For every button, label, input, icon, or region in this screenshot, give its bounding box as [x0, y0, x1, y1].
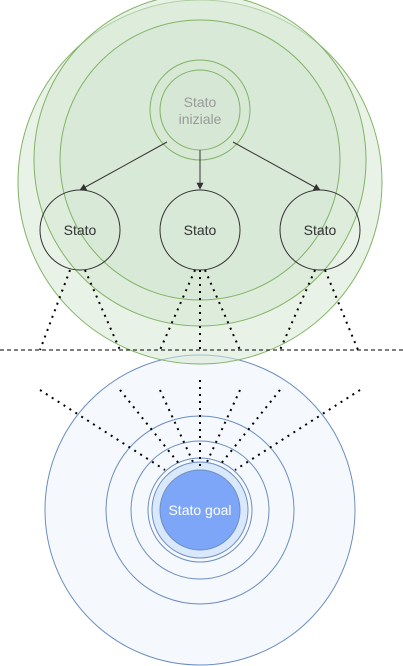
dotted-paths-upper: [39, 269, 359, 351]
state-node-left: [39, 189, 121, 271]
goal-label: Stato goal: [168, 502, 231, 518]
dotted-mid-c: [204, 269, 241, 351]
start-label-line1: Stato: [184, 94, 217, 110]
goal-node: [159, 469, 241, 551]
start-node: [159, 69, 241, 151]
edge-start-left: [79, 141, 168, 191]
goal-region: [44, 354, 356, 666]
edge-start-right: [232, 141, 321, 191]
dotted-right-a: [279, 269, 316, 351]
dotted-left-b: [84, 269, 121, 351]
dotted-left-a: [39, 269, 71, 351]
state-left-label: Stato: [64, 222, 97, 238]
dotted-right-b: [324, 269, 359, 351]
dotted-paths-lower: [39, 380, 361, 471]
state-node-right: [279, 189, 361, 271]
edges: [79, 141, 321, 191]
start-label-line2: iniziale: [179, 111, 222, 127]
state-middle-label: Stato: [184, 222, 217, 238]
dotted-mid-a: [159, 269, 196, 351]
labels: Stato iniziale Stato Stato Stato Stato g…: [64, 94, 337, 518]
state-right-label: Stato: [304, 222, 337, 238]
